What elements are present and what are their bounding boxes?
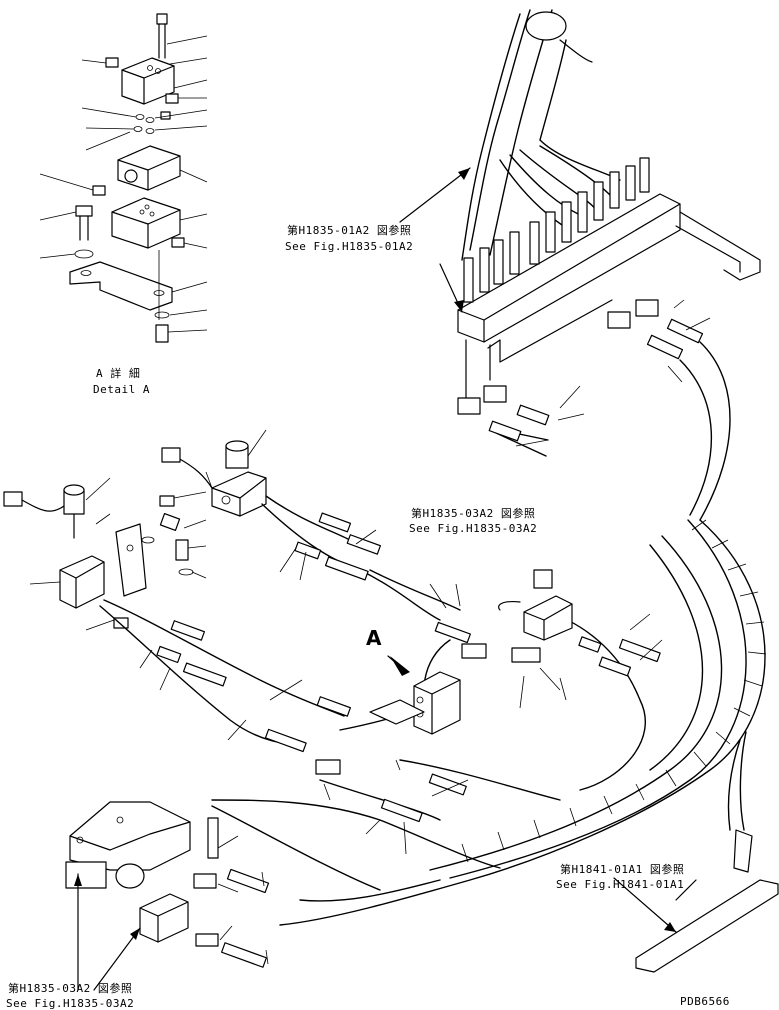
- bottom-valve-group: [65, 801, 270, 991]
- drawing-id: PDB6566: [680, 995, 730, 1008]
- ref-right-en: See Fig.H1841-01A1: [556, 878, 685, 891]
- main-manifold-assembly: [399, 9, 761, 521]
- main-hose-harness: [279, 519, 779, 973]
- ref-top-en: See Fig.H1835-01A2: [285, 240, 414, 253]
- ref-bottom-jp: 第H1835-03A2 図参照: [8, 982, 133, 995]
- ref-mid-jp: 第H1835-03A2 図参照: [411, 507, 536, 520]
- ref-mid-en: See Fig.H1835-03A2: [409, 522, 538, 535]
- ref-bottom-en: See Fig.H1835-03A2: [6, 997, 135, 1010]
- ref-top-jp: 第H1835-01A2 図参照: [287, 224, 412, 237]
- detail-a-marker: A: [366, 626, 382, 650]
- detail-a-exploded-view: [39, 13, 208, 343]
- ref-right-jp: 第H1841-01A1 図参照: [560, 863, 685, 876]
- middle-valve-group: [3, 429, 663, 902]
- detail-a-title-en: Detail A: [93, 383, 150, 396]
- detail-a-title-jp: A 詳 細: [96, 367, 141, 380]
